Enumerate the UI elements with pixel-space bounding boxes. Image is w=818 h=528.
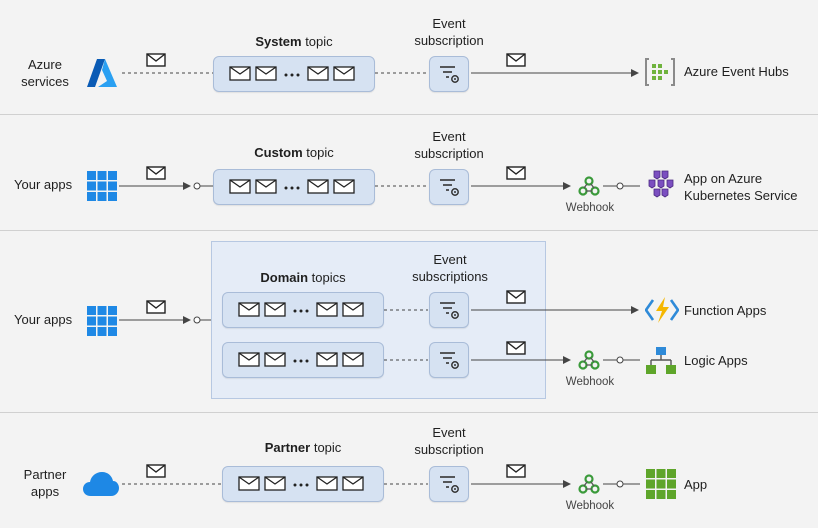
destination-label: App on Azure Kubernetes Service <box>684 171 798 203</box>
topic-title: System topic <box>213 33 375 50</box>
app-tile-icon <box>646 469 676 499</box>
event-messages-icon <box>238 352 364 367</box>
cloud-icon <box>83 472 119 496</box>
envelope-icon <box>146 53 166 67</box>
divider <box>0 230 818 231</box>
source-label: Your apps <box>14 312 73 327</box>
event-subscription-filter <box>429 292 469 328</box>
webhook-label: Webhook <box>565 376 615 388</box>
kubernetes-service-icon <box>648 170 674 198</box>
envelope-icon <box>146 464 166 478</box>
filter-gear-icon <box>440 302 459 319</box>
divider <box>0 114 818 115</box>
topic-title: Domain topics <box>222 269 384 286</box>
event-messages-icon <box>229 179 355 194</box>
event-messages-icon <box>238 302 364 317</box>
destination-label: Function Apps <box>684 303 767 318</box>
envelope-icon <box>506 53 526 67</box>
envelope-icon <box>146 166 166 180</box>
row-band-custom <box>0 115 818 230</box>
azure-logo-icon <box>87 59 117 87</box>
envelope-icon <box>506 464 526 478</box>
topic-suffix-label: topic <box>310 440 342 455</box>
source-label: Your apps <box>14 177 73 192</box>
topic-type-label: System <box>255 34 302 49</box>
source-label: Partner apps <box>23 467 67 499</box>
event-messages-icon <box>229 66 355 81</box>
subscription-label: Event subscription <box>414 16 484 48</box>
destination-label: App <box>684 477 708 492</box>
row-band-partner <box>0 413 818 528</box>
event-messages-icon <box>238 476 364 491</box>
topic-suffix-label: topics <box>308 270 346 285</box>
topic-type-label: Domain <box>260 270 309 285</box>
event-subscription-filter <box>429 466 469 502</box>
function-apps-icon <box>645 297 679 323</box>
envelope-icon <box>506 166 526 180</box>
topic-suffix-label: topic <box>301 34 333 49</box>
envelope-icon <box>146 300 166 314</box>
destination-label: Azure Event Hubs <box>684 64 789 79</box>
topic-title: Custom topic <box>213 144 375 161</box>
subscription-label: Event subscription <box>414 425 484 457</box>
subscription-label: Event subscriptions <box>412 252 488 284</box>
topic-title: Partner topic <box>222 439 384 456</box>
topic-suffix-label: topic <box>302 145 334 160</box>
topic-type-label: Partner <box>264 440 311 455</box>
webhook-icon <box>578 176 600 196</box>
filter-gear-icon <box>440 66 459 83</box>
logic-apps-icon <box>646 347 676 374</box>
row-band-system <box>0 0 818 114</box>
envelope-icon <box>506 341 526 355</box>
app-grid-icon <box>87 171 117 201</box>
webhook-icon <box>578 474 600 494</box>
divider <box>0 412 818 413</box>
destination-label: Logic Apps <box>684 353 748 368</box>
webhook-label: Webhook <box>565 202 615 214</box>
filter-gear-icon <box>440 179 459 196</box>
event-subscription-filter <box>429 56 469 92</box>
topic-type-label: Custom <box>254 145 303 160</box>
event-subscription-filter <box>429 169 469 205</box>
webhook-icon <box>578 350 600 370</box>
app-grid-icon <box>87 306 117 336</box>
filter-gear-icon <box>440 476 459 493</box>
event-subscription-filter <box>429 342 469 378</box>
source-label: Azure services <box>21 57 69 89</box>
subscription-label: Event subscription <box>414 129 484 161</box>
filter-gear-icon <box>440 352 459 369</box>
event-hubs-icon <box>645 58 675 86</box>
webhook-label: Webhook <box>565 500 615 512</box>
envelope-icon <box>506 290 526 304</box>
